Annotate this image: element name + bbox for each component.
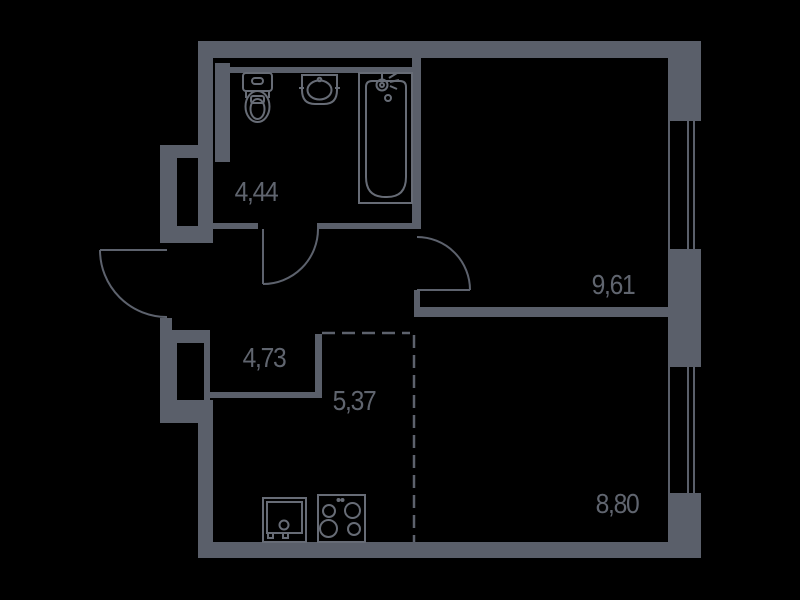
window-upper xyxy=(668,121,695,249)
bathtub-outer xyxy=(358,72,413,204)
wall-rooms-divider xyxy=(420,307,668,317)
cooktop-knob xyxy=(336,498,341,502)
wall-right-upper xyxy=(668,58,701,121)
wall-left-lower-outer xyxy=(160,330,177,423)
bathtub-fixture xyxy=(358,72,413,204)
wall-left-bump-bottom xyxy=(160,226,213,243)
toilet-shoulders xyxy=(245,91,270,98)
doors xyxy=(99,228,471,318)
fixtures xyxy=(242,72,413,543)
cooktop-outline xyxy=(317,494,366,543)
toilet-tank xyxy=(242,72,273,92)
wall-left-door-stub xyxy=(160,318,172,332)
toilet-bowl-inner xyxy=(249,98,266,120)
bathtub-inner xyxy=(365,80,407,198)
wall-hall-north-left xyxy=(213,223,258,229)
cabinet-foot xyxy=(267,532,274,539)
entry-door xyxy=(99,249,168,318)
wall-top xyxy=(198,41,701,58)
wall-bathroom-pier xyxy=(215,63,230,162)
room-door xyxy=(416,236,471,291)
mixer-spray xyxy=(388,72,400,90)
zone-divider xyxy=(322,331,416,542)
wall-left-upper xyxy=(198,41,213,243)
toilet-seat-hinge xyxy=(250,95,265,104)
mixer-valve xyxy=(375,78,389,92)
cooktop-fixture xyxy=(317,494,366,543)
window-inner-face-line xyxy=(668,121,670,249)
toilet-bowl-outer xyxy=(244,90,271,123)
toilet-flush-button xyxy=(251,77,264,85)
bath-mixer-icon xyxy=(375,72,400,102)
wall-left-bump-outer xyxy=(160,145,177,243)
wall-roomdoor-stub xyxy=(414,290,420,317)
wall-bottom xyxy=(198,542,701,558)
wall-left-lower xyxy=(198,418,213,542)
area-label-kitchen-zone: 5,37 xyxy=(332,385,377,416)
area-label-bathroom: 4,44 xyxy=(234,176,279,207)
kitchen-sink-cabinet-fixture xyxy=(262,497,307,543)
wall-right-middle xyxy=(668,249,701,367)
burner xyxy=(347,522,361,536)
area-label-room-lower: 8,80 xyxy=(595,488,640,519)
basin-faucet xyxy=(316,76,323,83)
basin-outline xyxy=(301,74,338,105)
window-glass-line xyxy=(693,367,695,493)
wash-basin-fixture xyxy=(299,74,340,105)
wall-left-shaft-right xyxy=(204,330,210,400)
wall-bathroom-east xyxy=(412,58,421,229)
mixer-valve-center xyxy=(379,82,385,88)
burner xyxy=(322,504,336,518)
area-label-room-upper: 9,61 xyxy=(591,269,636,300)
burner xyxy=(344,502,361,519)
cabinet-inner xyxy=(266,501,303,534)
room-door-arc xyxy=(416,236,471,291)
burner xyxy=(319,519,338,538)
window-glass-line xyxy=(693,121,695,249)
wall-closet-bottom xyxy=(204,392,322,398)
bath-drain xyxy=(384,94,392,102)
cooktop-knob xyxy=(340,498,345,502)
window-glass-line xyxy=(687,121,689,249)
cabinet-foot xyxy=(282,532,289,539)
window-lower xyxy=(668,367,695,493)
walls xyxy=(160,41,701,558)
wall-closet-right xyxy=(315,334,322,398)
entry-door-arc xyxy=(99,249,168,318)
window-glass-line xyxy=(687,367,689,493)
area-label-hallway: 4,73 xyxy=(242,342,287,373)
toilet-fixture xyxy=(242,72,273,123)
bathroom-door-arc xyxy=(262,228,319,285)
cabinet-drain xyxy=(278,519,290,531)
cabinet-outer xyxy=(262,497,307,543)
wall-hall-north-right xyxy=(317,223,420,229)
wall-left-shaft-bottom xyxy=(177,400,213,423)
basin-bowl xyxy=(306,79,333,101)
window-inner-face-line xyxy=(668,367,670,493)
bathroom-door xyxy=(262,228,319,285)
wall-bathroom-lining-top xyxy=(215,67,413,73)
